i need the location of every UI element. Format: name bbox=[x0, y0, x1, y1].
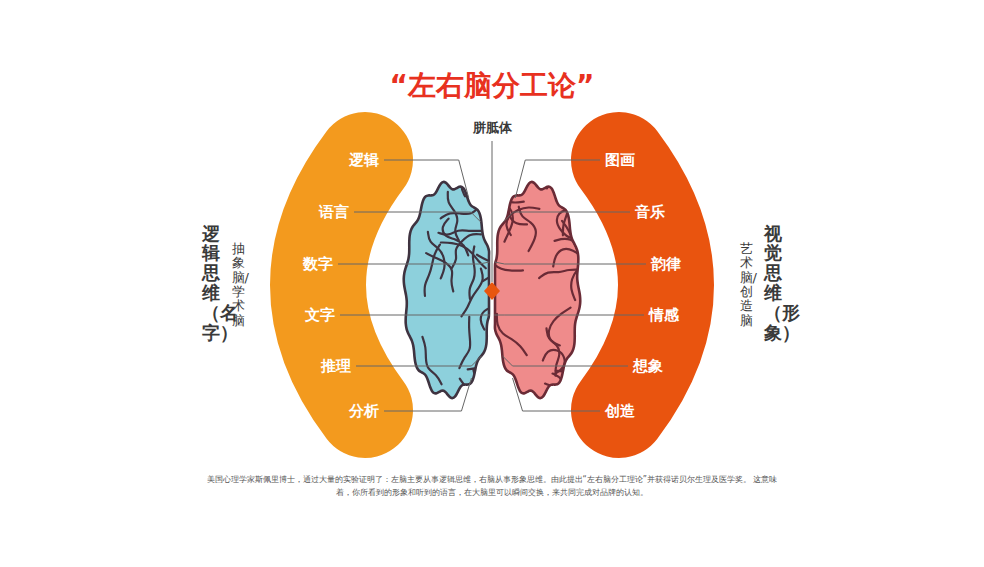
leader-line bbox=[492, 141, 493, 282]
trait-label: 文字 bbox=[305, 306, 335, 325]
side-subtitle: 抽象脑/学术脑 bbox=[232, 242, 245, 328]
band-fill bbox=[318, 160, 365, 410]
leader-line bbox=[515, 160, 600, 198]
gyrus-line bbox=[547, 143, 571, 188]
title: “左右脑分工论” bbox=[390, 67, 595, 105]
gyrus-line bbox=[473, 369, 507, 386]
gyrus-line bbox=[574, 197, 592, 229]
gyrus-line bbox=[443, 219, 468, 256]
gyrus-line bbox=[486, 191, 510, 231]
leader-line bbox=[494, 315, 644, 316]
leader-line bbox=[356, 356, 481, 366]
trait-label: 分析 bbox=[349, 402, 379, 421]
side-subtitle: 艺术脑/创造脑 bbox=[740, 242, 753, 328]
trait-label: 创造 bbox=[605, 402, 635, 421]
trait-label: 数字 bbox=[303, 255, 333, 274]
gyrus-line bbox=[543, 350, 565, 374]
gyrus-line bbox=[448, 192, 459, 240]
trait-label: 逻辑 bbox=[349, 151, 379, 170]
gyrus-line bbox=[482, 244, 523, 271]
trait-label: 语言 bbox=[319, 203, 349, 222]
leader-line bbox=[495, 262, 646, 264]
gyrus-line bbox=[497, 174, 524, 202]
gyrus-line bbox=[481, 366, 501, 415]
leader-line bbox=[340, 315, 490, 316]
trait-label: 图画 bbox=[605, 151, 635, 170]
corpus-callosum-label: 胼胝体 bbox=[473, 119, 512, 137]
leader-line bbox=[503, 356, 628, 366]
side-title: 逻辑思维（名字） bbox=[202, 224, 220, 343]
leader-line bbox=[338, 262, 489, 264]
band-fill bbox=[619, 160, 666, 410]
side-title: 视觉思维（形象） bbox=[764, 224, 782, 343]
gyrus-line bbox=[451, 384, 471, 433]
leader-line bbox=[384, 160, 469, 198]
gyrus-line bbox=[459, 317, 470, 368]
trait-label: 推理 bbox=[321, 357, 351, 376]
gyrus-line bbox=[461, 269, 482, 317]
caption: 美国心理学家斯佩里博士，通过大量的实验证明了：左脑主要从事逻辑思维，右脑从事形象… bbox=[202, 474, 782, 500]
gyrus-line bbox=[539, 269, 591, 278]
trait-label: 韵律 bbox=[651, 255, 681, 274]
leader-line bbox=[384, 378, 471, 411]
gyrus-line bbox=[426, 253, 453, 291]
gyrus-line bbox=[519, 207, 536, 251]
trait-label: 想象 bbox=[633, 357, 663, 376]
center-diamond bbox=[484, 282, 500, 300]
gyrus-line bbox=[546, 328, 559, 375]
trait-label: 音乐 bbox=[635, 203, 665, 222]
gyrus-line bbox=[549, 308, 571, 346]
leader-line bbox=[503, 212, 630, 222]
leader-line bbox=[513, 378, 600, 411]
leader-line bbox=[354, 212, 481, 222]
trait-label: 情感 bbox=[649, 306, 679, 325]
